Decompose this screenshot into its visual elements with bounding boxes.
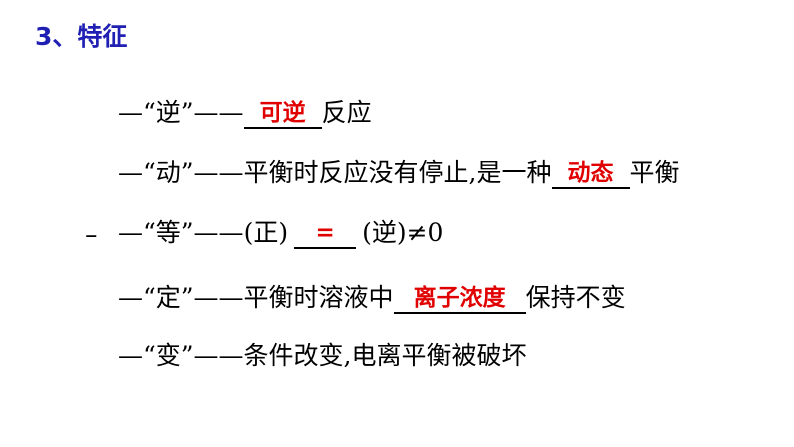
feature-suffix: 反应 [321,98,372,127]
feature-prefix: —“等”—— [118,218,244,247]
feature-prefix: —“变”——条件改变,电离平衡被破坏 [118,341,527,370]
rate-reverse: (逆)≠0 [362,218,444,247]
feature-line-equal: —“等”——(正) = (逆)≠0 [118,217,443,249]
feature-suffix: 保持不变 [525,283,626,312]
feature-line-dynamic: —“动”——平衡时反应没有停止,是一种动态平衡 [118,157,680,189]
rate-forward: (正) [243,218,289,247]
answer-text: 动态 [567,160,614,186]
answer-blank: = [294,217,357,249]
section-heading: 3、特征 [35,22,128,51]
feature-line-constant: —“定”——平衡时溶液中离子浓度保持不变 [118,282,626,314]
answer-blank: 可逆 [243,97,322,129]
feature-suffix: 平衡 [629,158,680,187]
feature-line-change: —“变”——条件改变,电离平衡被破坏 [118,340,527,372]
bullet-dash: – [85,220,98,249]
answer-blank: 动态 [551,157,630,189]
feature-prefix: —“定”——平衡时溶液中 [118,283,394,312]
answer-text: = [315,220,335,246]
answer-blank: 离子浓度 [393,282,526,314]
feature-line-reversible: —“逆”—— 可逆反应 [118,97,372,129]
answer-text: 可逆 [259,100,306,126]
answer-text: 离子浓度 [413,285,506,311]
feature-prefix: —“动”——平衡时反应没有停止,是一种 [118,158,552,187]
feature-prefix: —“逆”—— [118,98,244,127]
